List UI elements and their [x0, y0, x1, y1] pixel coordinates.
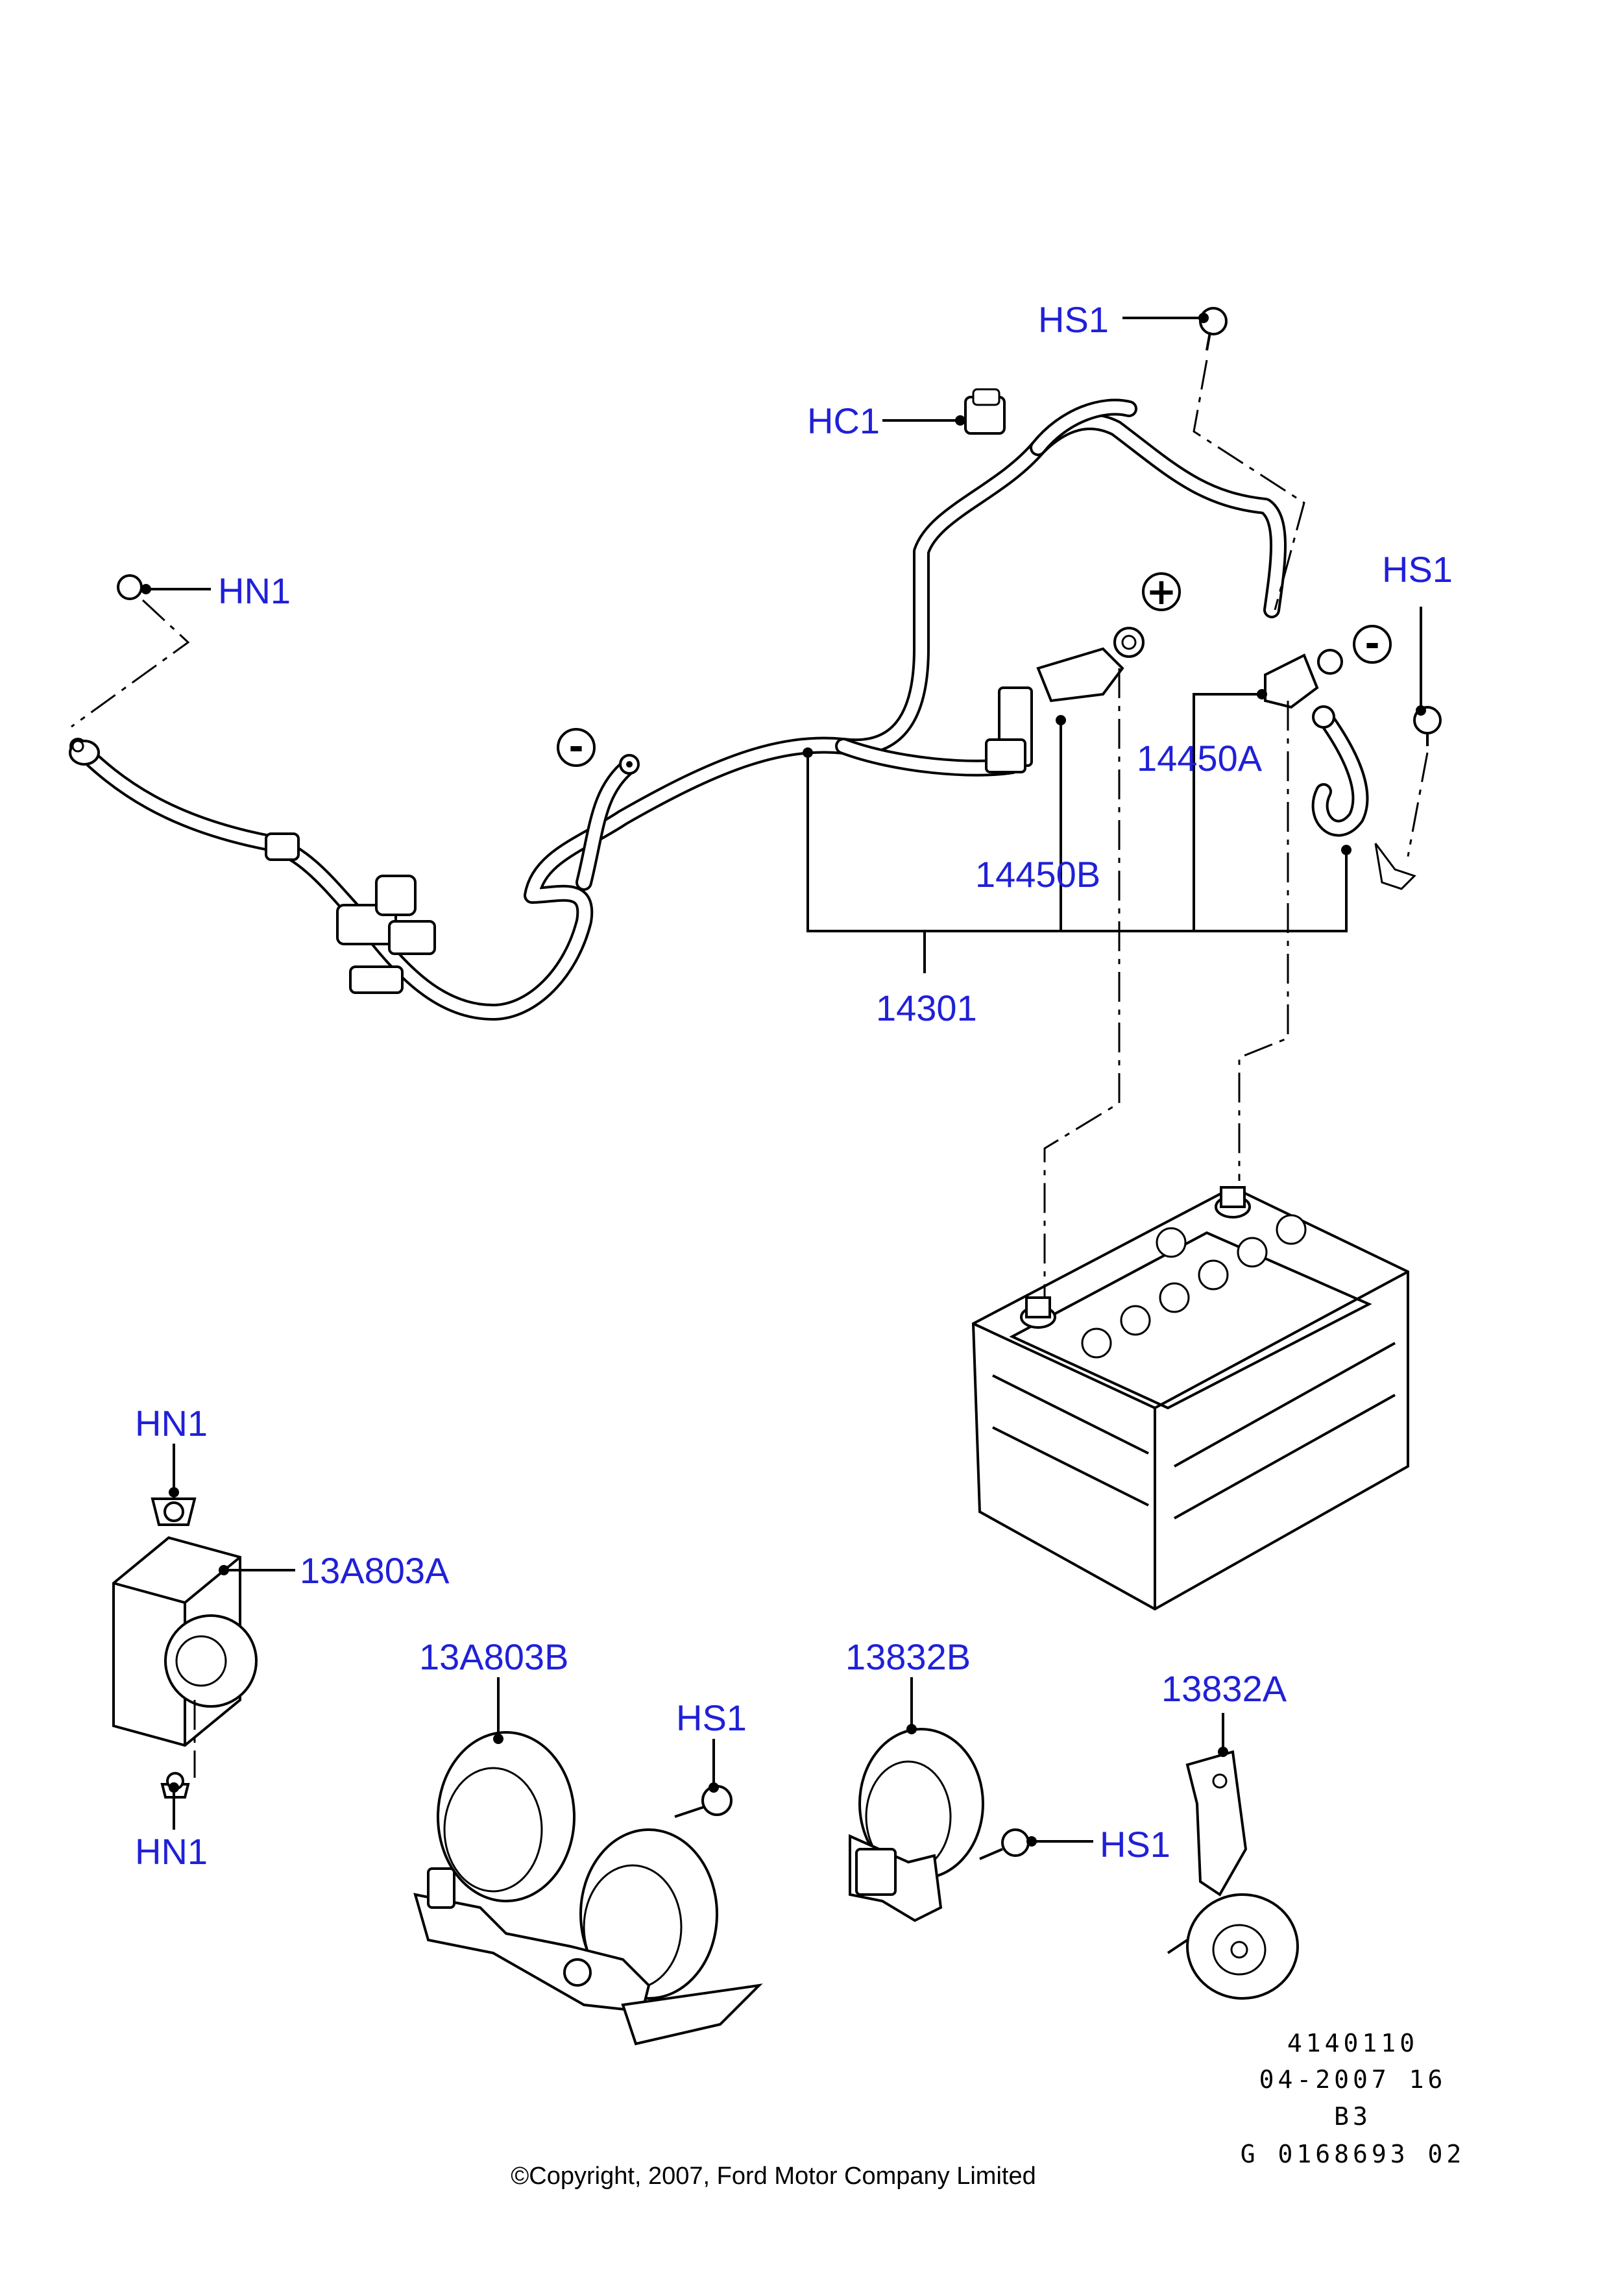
callout-14450b: 14450B — [975, 854, 1100, 895]
battery-cable-harness — [69, 388, 1416, 1021]
callout-hn1-top: HN1 — [218, 570, 291, 611]
copyright-notice: ©Copyright, 2007, Ford Motor Company Lim… — [511, 2163, 1036, 2190]
callout-hn1-upper: HN1 — [135, 1403, 208, 1444]
leader-lines — [141, 313, 1426, 1847]
minus-marker-right: - — [1364, 623, 1379, 665]
meta-line-1: 4140110 — [1287, 2029, 1418, 2057]
callout-hs1-top: HS1 — [1038, 299, 1109, 340]
fasteners — [117, 307, 1442, 746]
callout-14450a: 14450A — [1137, 738, 1263, 779]
drawing-metadata: 4140110 04-2007 16 B3 G 0168693 02 — [1241, 2029, 1466, 2168]
meta-line-2: 04-2007 16 — [1259, 2065, 1447, 2094]
callout-hn1-lower: HN1 — [135, 1831, 208, 1872]
callout-labels: HS1 HC1 HN1 HS1 14450A 14450B 14301 HN1 … — [135, 299, 1453, 1872]
callout-hs1-horn-832: HS1 — [1100, 1824, 1170, 1865]
horn-13a803b — [413, 1731, 763, 2046]
horn-13832b — [849, 1728, 1030, 1922]
nut-hn1-top — [117, 574, 143, 600]
meta-line-3: B3 — [1334, 2102, 1372, 2131]
callout-14301: 14301 — [876, 988, 977, 1028]
plus-marker: + — [1146, 571, 1177, 613]
battery — [971, 1185, 1409, 1611]
horn-assembly-13a803a — [112, 1497, 258, 1799]
callout-hs1-horn-b: HS1 — [676, 1697, 747, 1738]
callout-13832a: 13832A — [1161, 1668, 1287, 1709]
callout-13832b: 13832B — [845, 1636, 971, 1677]
polarity-markers: + - - — [557, 571, 1392, 768]
minus-marker-left: - — [568, 726, 583, 768]
callout-13a803a: 13A803A — [300, 1550, 450, 1591]
meta-line-4: G 0168693 02 — [1241, 2140, 1466, 2168]
callout-hc1: HC1 — [807, 400, 880, 441]
callout-hs1-right: HS1 — [1382, 549, 1453, 590]
horn-13832a — [1167, 1750, 1299, 2000]
alignment-lines — [71, 359, 1429, 1778]
callout-13a803b: 13A803B — [419, 1636, 568, 1677]
